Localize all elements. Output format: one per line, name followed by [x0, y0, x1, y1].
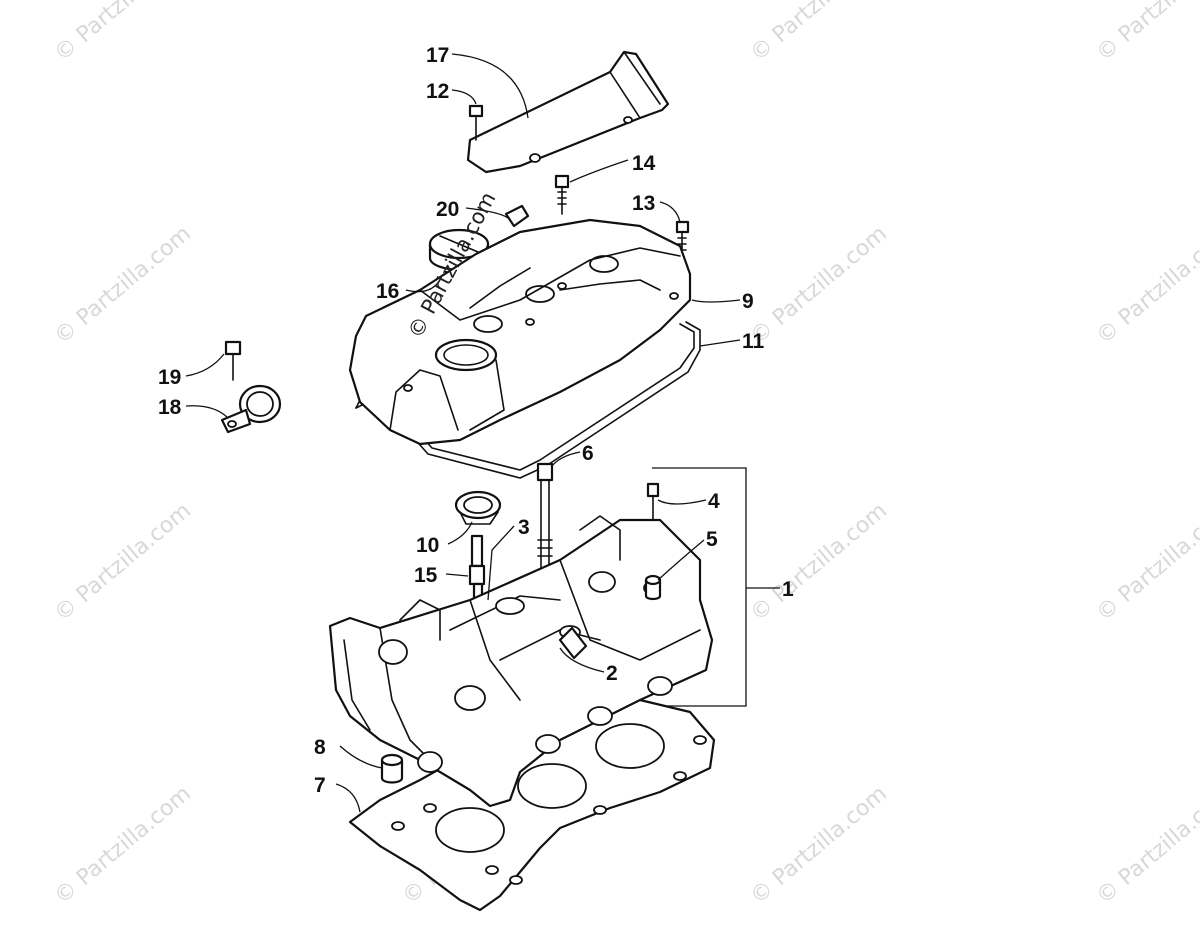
- watermark: © Partzilla.com: [1092, 0, 1200, 67]
- callout-11: 11: [742, 330, 765, 353]
- callout-10: 10: [416, 534, 439, 557]
- part-3-spark-plug: [468, 534, 486, 600]
- part-1-cylinder-head: [328, 515, 714, 808]
- callout-15: 15: [414, 564, 438, 587]
- callout-16: 16: [376, 280, 399, 303]
- part-14-bolt: [554, 174, 570, 215]
- part-18-clamp: [220, 384, 282, 434]
- part-7-head-gasket: [348, 698, 716, 912]
- callout-17: 17: [426, 44, 449, 67]
- callout-13: 13: [632, 192, 655, 215]
- part-5-lifter: [644, 574, 662, 601]
- watermark: © Partzilla.com: [746, 781, 892, 909]
- callout-3: 3: [518, 516, 530, 539]
- callout-8: 8: [314, 736, 326, 759]
- part-10-seal: [454, 490, 502, 525]
- part-2-valve-stem: [558, 626, 588, 660]
- callout-18: 18: [158, 396, 182, 419]
- watermark: © Partzilla.com: [746, 498, 892, 626]
- watermark: © Partzilla.com: [50, 221, 196, 349]
- callout-5: 5: [706, 528, 718, 551]
- watermark: © Partzilla.com: [50, 0, 196, 67]
- callout-12: 12: [426, 80, 449, 103]
- callout-7: 7: [314, 774, 326, 797]
- callout-6: 6: [582, 442, 594, 465]
- callout-4: 4: [708, 490, 720, 513]
- watermark: © Partzilla.com: [746, 0, 892, 67]
- part-6-bolt: [536, 462, 554, 569]
- watermark: © Partzilla.com: [1092, 221, 1200, 349]
- part-17-cover: [466, 50, 670, 174]
- callout-1: 1: [782, 578, 794, 601]
- watermark: © Partzilla.com: [50, 498, 196, 626]
- watermark: © Partzilla.com: [746, 221, 892, 349]
- watermark: © Partzilla.com: [1092, 781, 1200, 909]
- watermark: © Partzilla.com: [50, 781, 196, 909]
- callout-1-bracket: [652, 467, 780, 707]
- part-9-valve-cover: [348, 218, 692, 446]
- callout-20: 20: [436, 198, 459, 221]
- callout-9: 9: [742, 290, 754, 313]
- part-8-dowel: [380, 753, 404, 784]
- part-20-clip: [504, 204, 530, 228]
- watermark: © Partzilla.com: [1092, 498, 1200, 626]
- callout-labels: 17 12 14 13 20 16 9 11 19 18 6 4 3 10 5 …: [158, 44, 794, 797]
- leader-lines: [185, 53, 741, 813]
- callout-2: 2: [606, 662, 618, 685]
- part-12-bolt: [468, 104, 484, 141]
- callout-14: 14: [632, 152, 656, 175]
- callout-19: 19: [158, 366, 181, 389]
- part-19-bolt: [224, 340, 242, 381]
